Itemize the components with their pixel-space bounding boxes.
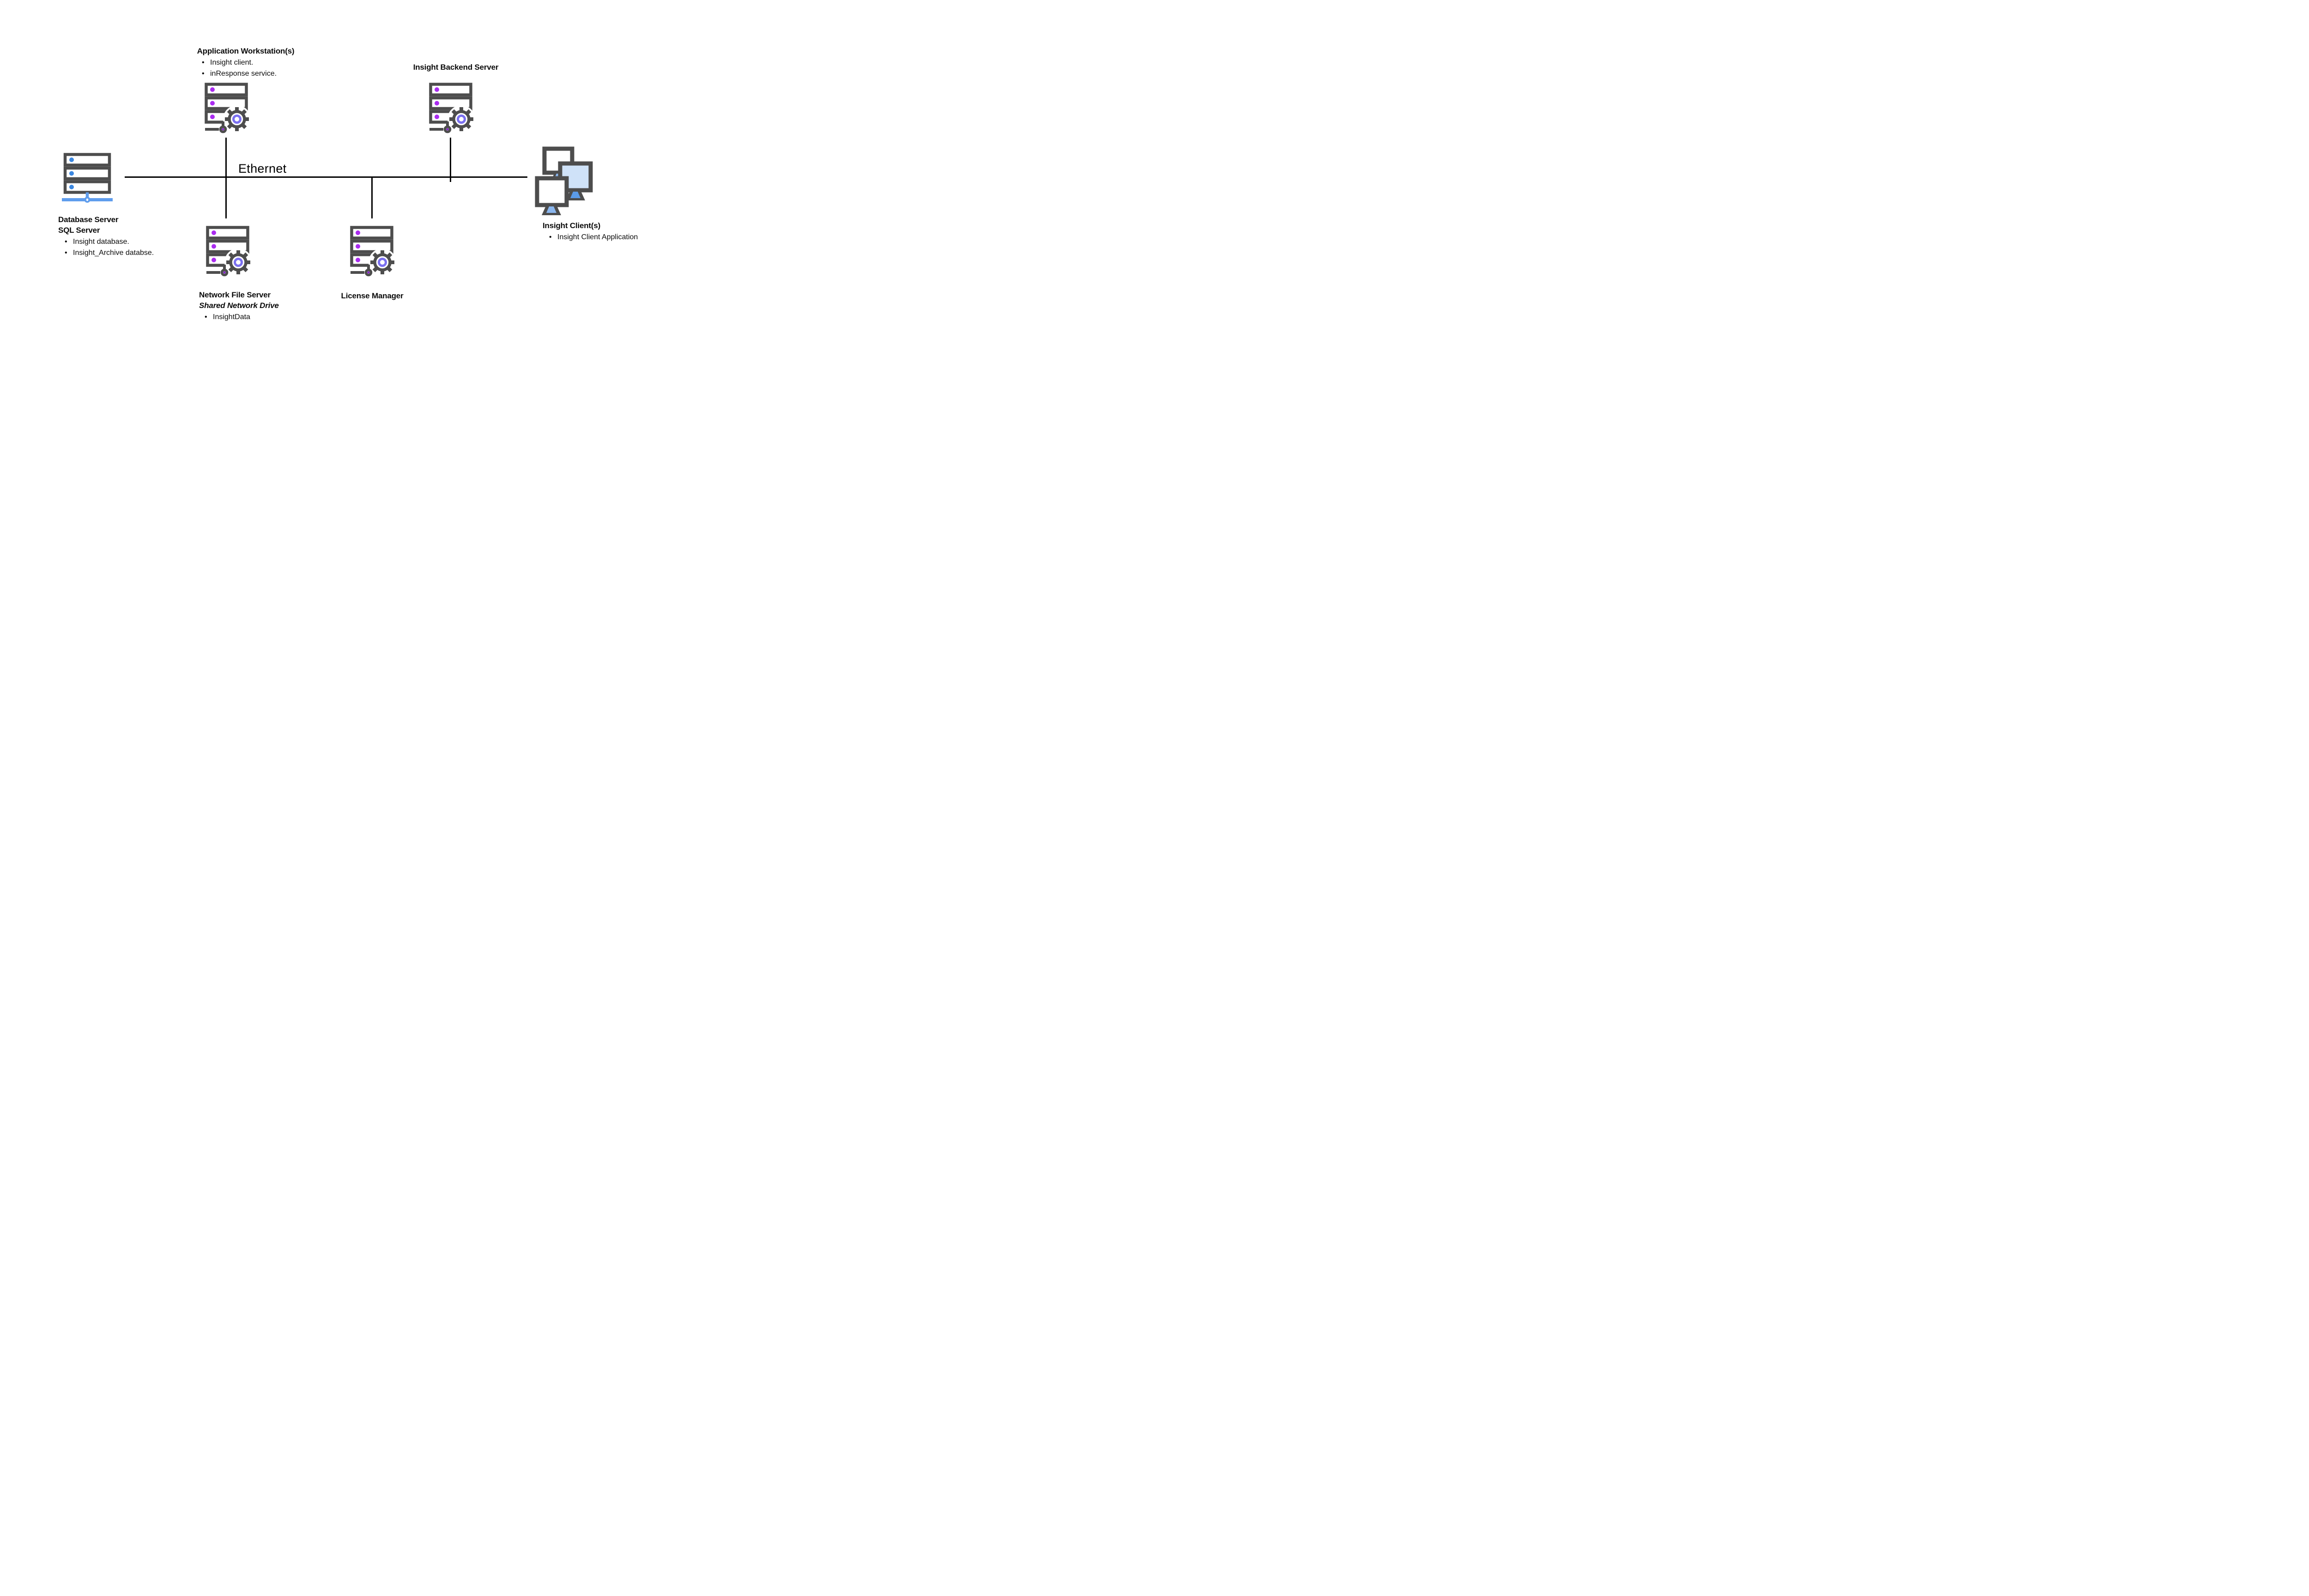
database-server-title: Database Server [58, 215, 119, 224]
node-file-server-labels: Network File Server Shared Network Drive… [199, 290, 279, 323]
node-app-workstation-labels: Application Workstation(s) •Insight clie… [188, 46, 303, 79]
insight-clients-bullet-list: •Insight Client Application [543, 232, 638, 243]
server-gear-icon [206, 226, 252, 279]
app-workstation-bullet-list: •Insight client. •inResponse service. [188, 57, 303, 79]
ethernet-label: Ethernet [238, 162, 287, 175]
bullet-icon: • [205, 313, 207, 321]
drop-line-backend-server [450, 138, 451, 182]
server-gear-icon [205, 83, 251, 136]
drop-line-license-manager [371, 178, 373, 218]
node-license-manager-labels: License Manager [335, 290, 409, 301]
list-item: •Insight Client Application [549, 232, 638, 243]
bullet-icon: • [549, 233, 552, 241]
bullet-icon: • [65, 249, 67, 257]
database-server-icon [61, 153, 113, 206]
list-item: •InsightData [205, 312, 279, 323]
list-item: •Insight_Archive databse. [65, 248, 154, 259]
bullet-icon: • [202, 70, 205, 78]
backend-server-title: Insight Backend Server [413, 63, 499, 72]
list-item: •inResponse service. [202, 68, 303, 79]
database-server-subtitle: SQL Server [58, 226, 100, 235]
database-server-bullet-list: •Insight database. •Insight_Archive data… [58, 236, 154, 259]
ethernet-bus-line [125, 176, 527, 178]
server-gear-icon [429, 83, 475, 136]
monitors-icon [534, 147, 597, 215]
drop-line-file-server [225, 178, 227, 218]
file-server-title: Network File Server [199, 290, 271, 299]
file-server-subtitle: Shared Network Drive [199, 301, 279, 310]
bullet-icon: • [65, 238, 67, 246]
license-manager-title: License Manager [341, 291, 404, 300]
node-backend-server-labels: Insight Backend Server [398, 62, 514, 73]
drop-line-app-workstation [225, 138, 227, 176]
app-workstation-title: Application Workstation(s) [197, 47, 295, 55]
network-diagram-canvas: Ethernet Application Workstation(s) •Ins… [0, 0, 709, 355]
node-insight-clients-labels: Insight Client(s) •Insight Client Applic… [543, 220, 638, 243]
insight-clients-title: Insight Client(s) [543, 221, 601, 230]
server-gear-icon [350, 226, 396, 279]
node-database-server-labels: Database Server SQL Server •Insight data… [58, 214, 154, 259]
bullet-icon: • [202, 59, 205, 66]
file-server-bullet-list: •InsightData [199, 312, 279, 323]
list-item: •Insight client. [202, 57, 303, 68]
list-item: •Insight database. [65, 236, 154, 248]
